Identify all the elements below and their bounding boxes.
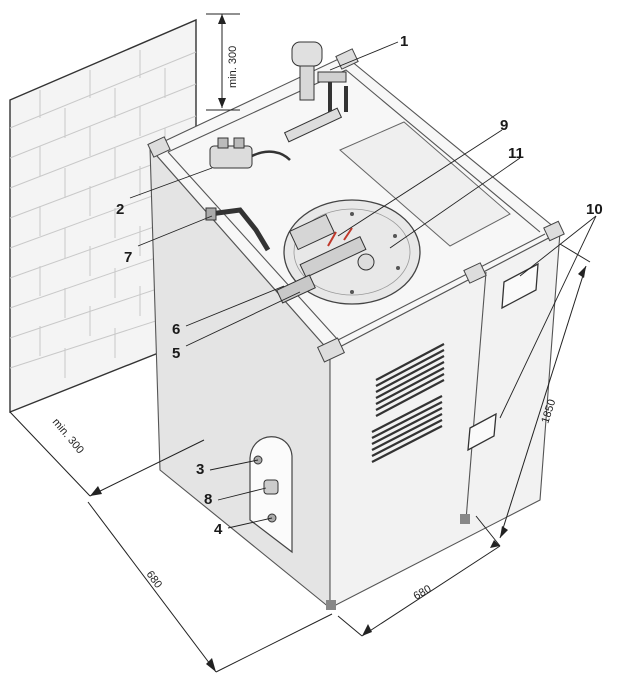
dimension-label-side-clearance: min. 300 [50,416,86,456]
dimension-label-depth: 680 [144,569,164,591]
control-box-upper [501,262,539,310]
callout-3: 3 [196,461,204,478]
top-components [205,41,421,305]
dimension-label-top-clearance: min. 300 [227,46,239,88]
callout-6: 6 [172,321,180,338]
control-box-lower [467,412,497,452]
dimension-arrowheads [90,14,586,672]
vent-grille-upper [375,343,445,417]
dimension-lines [9,13,591,673]
callout-4: 4 [214,521,223,538]
connection-port-8 [263,479,279,495]
callout-leaders [129,41,597,529]
callout-9: 9 [500,117,508,134]
callout-2: 2 [116,201,124,218]
vent-grille-lower [371,395,443,463]
side-connection-recess [249,436,293,554]
callout-5: 5 [172,345,180,362]
callout-1: 1 [400,33,408,50]
dimension-label-width: 680 [412,583,434,603]
callout-7: 7 [124,249,132,266]
callout-10: 10 [586,201,603,218]
callout-8: 8 [204,491,212,508]
callout-11: 11 [508,145,524,162]
brick-wall [9,18,197,414]
